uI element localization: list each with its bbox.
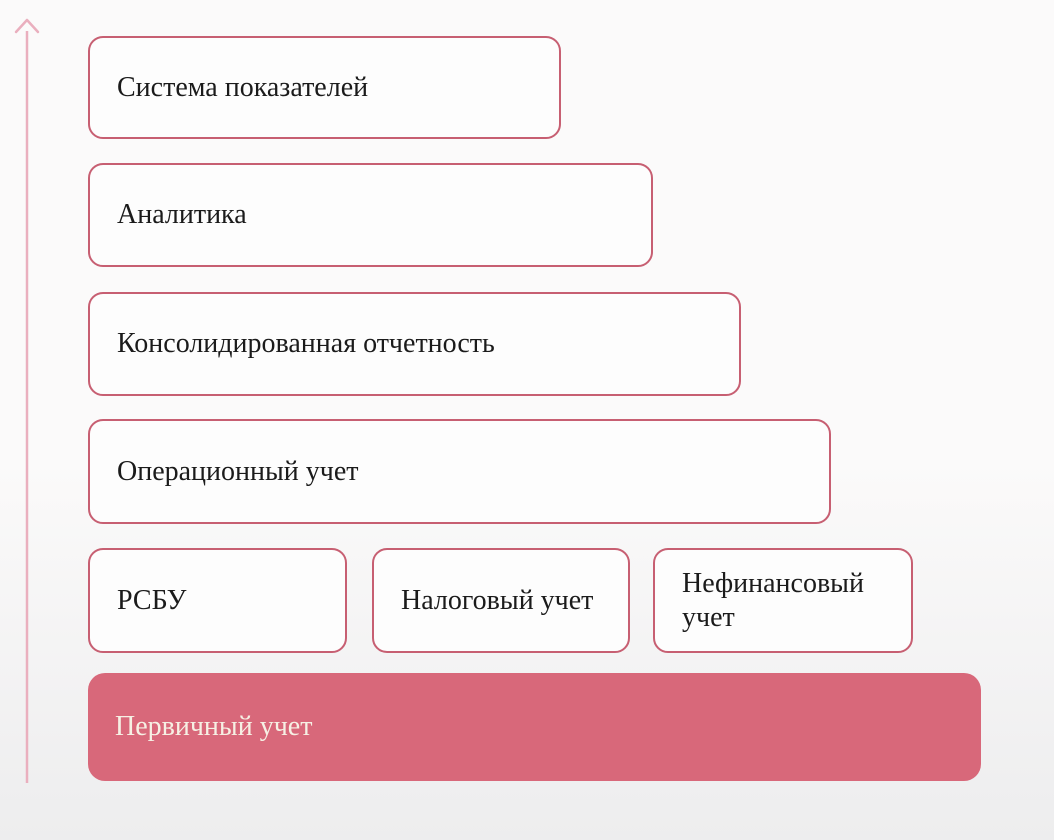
box-indicator-system: Система показателей xyxy=(88,36,561,139)
box-label: РСБУ xyxy=(117,584,187,616)
box-label: Аналитика xyxy=(117,199,247,230)
box-tax-accounting: Налоговый учет xyxy=(372,548,630,653)
box-label: Консолидированная отчетность xyxy=(117,328,495,359)
box-rsbu: РСБУ xyxy=(88,548,347,653)
up-arrow-icon xyxy=(14,18,40,783)
box-consolidated-reporting: Консолидированная отчетность xyxy=(88,292,741,396)
box-operational-accounting: Операционный учет xyxy=(88,419,831,524)
box-label: Нефинансовый учет xyxy=(682,567,864,633)
box-label: Система показателей xyxy=(117,71,369,103)
box-label: Операционный учет xyxy=(117,455,359,487)
box-analytics: Аналитика xyxy=(88,163,653,267)
box-non-financial-accounting: Нефинансовый учет xyxy=(653,548,913,653)
box-label: Налоговый учет xyxy=(401,584,594,616)
box-primary-accounting: Первичный учет xyxy=(88,673,981,781)
box-label: Первичный учет xyxy=(115,711,313,742)
